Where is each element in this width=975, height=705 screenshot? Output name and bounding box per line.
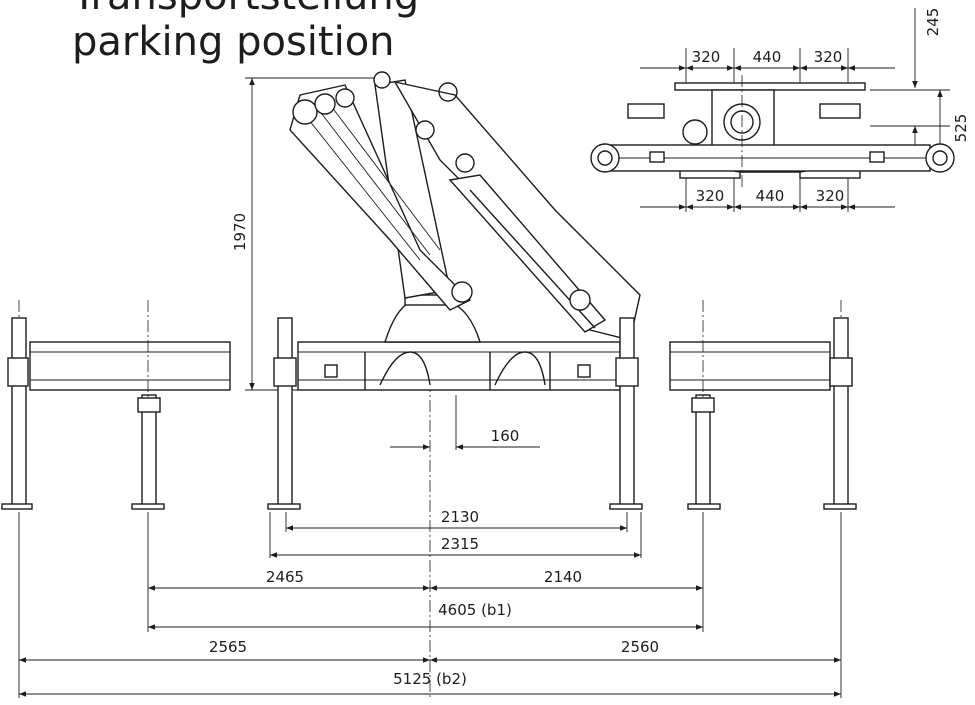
dim-height-right: 525	[952, 114, 970, 143]
dim-top-1: 320	[692, 48, 721, 66]
outriggers	[1, 300, 857, 510]
width-dimensions: 2130 2315 2465 2140 4605 (b1) 2565 2560 …	[18, 508, 842, 698]
side-view: 1970	[231, 71, 641, 700]
dim-2140: 2140	[544, 568, 582, 586]
dim-bottom-1: 320	[696, 187, 725, 205]
dim-top-3: 320	[814, 48, 843, 66]
dim-height-1970: 1970	[231, 213, 249, 251]
dim-bottom-3: 320	[816, 187, 845, 205]
dim-2315: 2315	[441, 535, 479, 553]
top-view: 320 440 320 320 440 320 245 525	[590, 8, 970, 212]
dim-offset-160: 160	[491, 427, 520, 445]
dim-2560: 2560	[621, 638, 659, 656]
dim-2130: 2130	[441, 508, 479, 526]
dim-top-2: 440	[753, 48, 782, 66]
dim-b2: 5125 (b2)	[393, 670, 467, 688]
dim-2565: 2565	[209, 638, 247, 656]
title-german: Transportstellung	[72, 0, 419, 16]
dim-2465: 2465	[266, 568, 304, 586]
dim-bottom-2: 440	[756, 187, 785, 205]
dim-b1: 4605 (b1)	[438, 601, 512, 619]
dim-height-top: 245	[924, 8, 942, 37]
title-english: parking position	[72, 19, 395, 65]
